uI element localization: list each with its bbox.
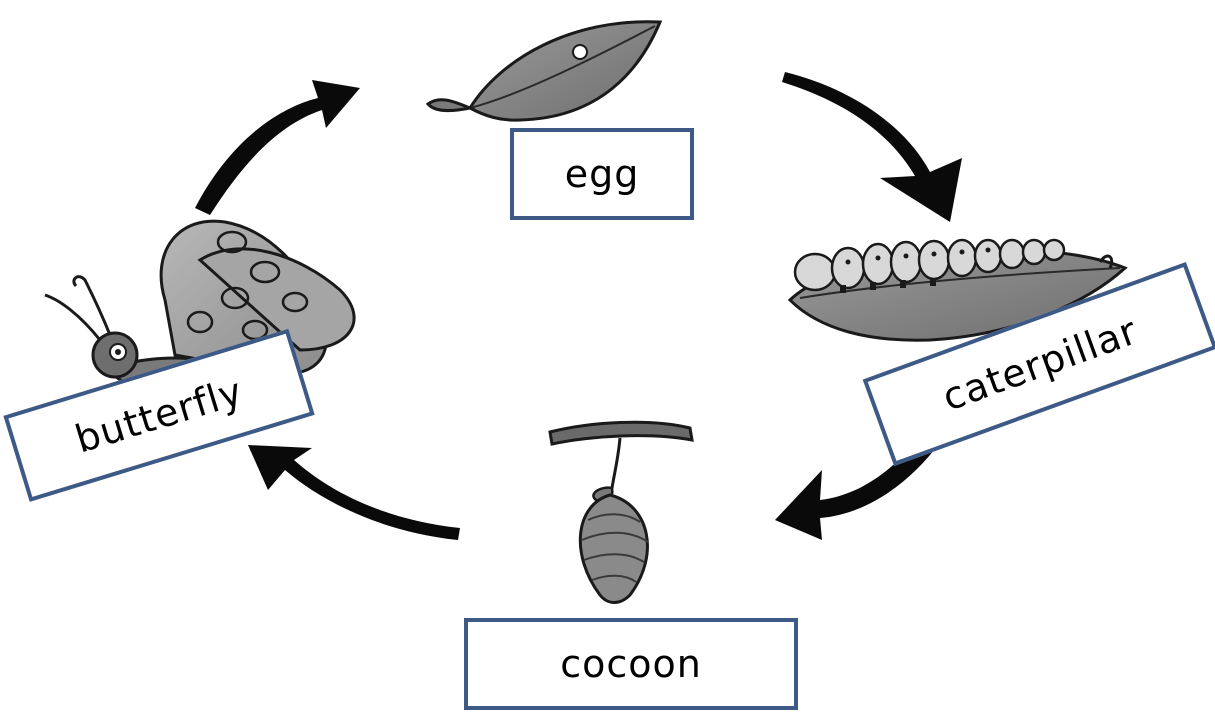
cocoon-icon bbox=[550, 422, 692, 602]
egg-label: egg bbox=[565, 152, 640, 196]
egg-label-box: egg bbox=[510, 128, 694, 220]
cocoon-label-box: cocoon bbox=[464, 618, 798, 710]
arrow-butterfly-to-egg bbox=[195, 80, 360, 215]
cocoon-label: cocoon bbox=[560, 642, 702, 686]
arrow-egg-to-caterpillar bbox=[782, 72, 962, 222]
leaf-with-egg-icon bbox=[428, 22, 660, 120]
arrow-cocoon-to-butterfly bbox=[248, 445, 460, 540]
